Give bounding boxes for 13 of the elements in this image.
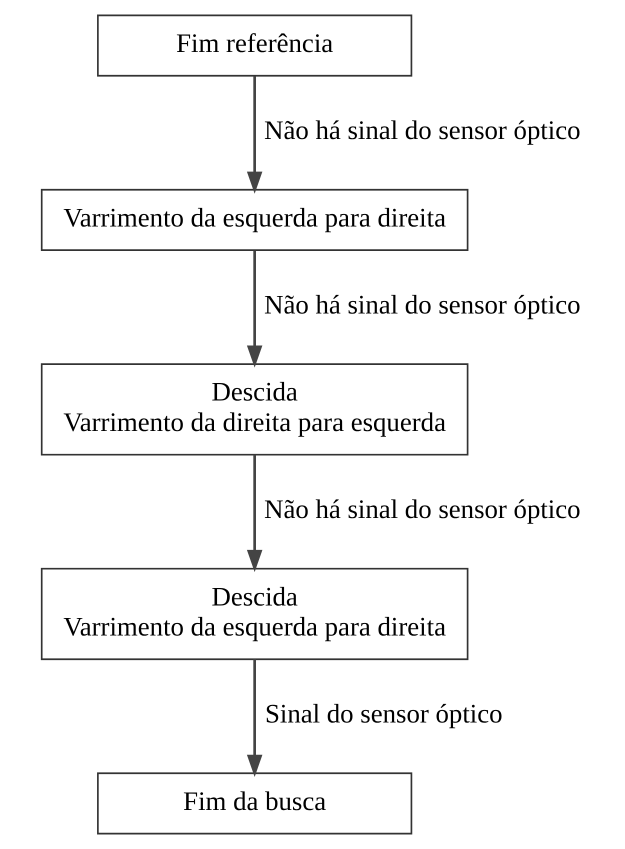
node-box: Varrimento da esquerda para direita — [40, 188, 468, 251]
arrow — [246, 250, 262, 368]
edge-label: Não há sinal do sensor óptico — [264, 494, 581, 524]
arrow — [246, 659, 262, 777]
arrow — [246, 76, 262, 194]
node-box: Descida Varrimento da esquerda para direita — [40, 568, 468, 660]
edge-label: Sinal do sensor óptico — [264, 698, 503, 729]
node-box: Fim da busca — [97, 772, 412, 834]
edge-label: Não há sinal do sensor óptico — [264, 115, 581, 146]
edge-label: Não há sinal do sensor óptico — [264, 290, 581, 320]
node-box: Descida Varrimento da direita para esquerda — [40, 363, 468, 456]
node-box: Fim referência — [97, 14, 412, 77]
arrow — [246, 454, 262, 572]
